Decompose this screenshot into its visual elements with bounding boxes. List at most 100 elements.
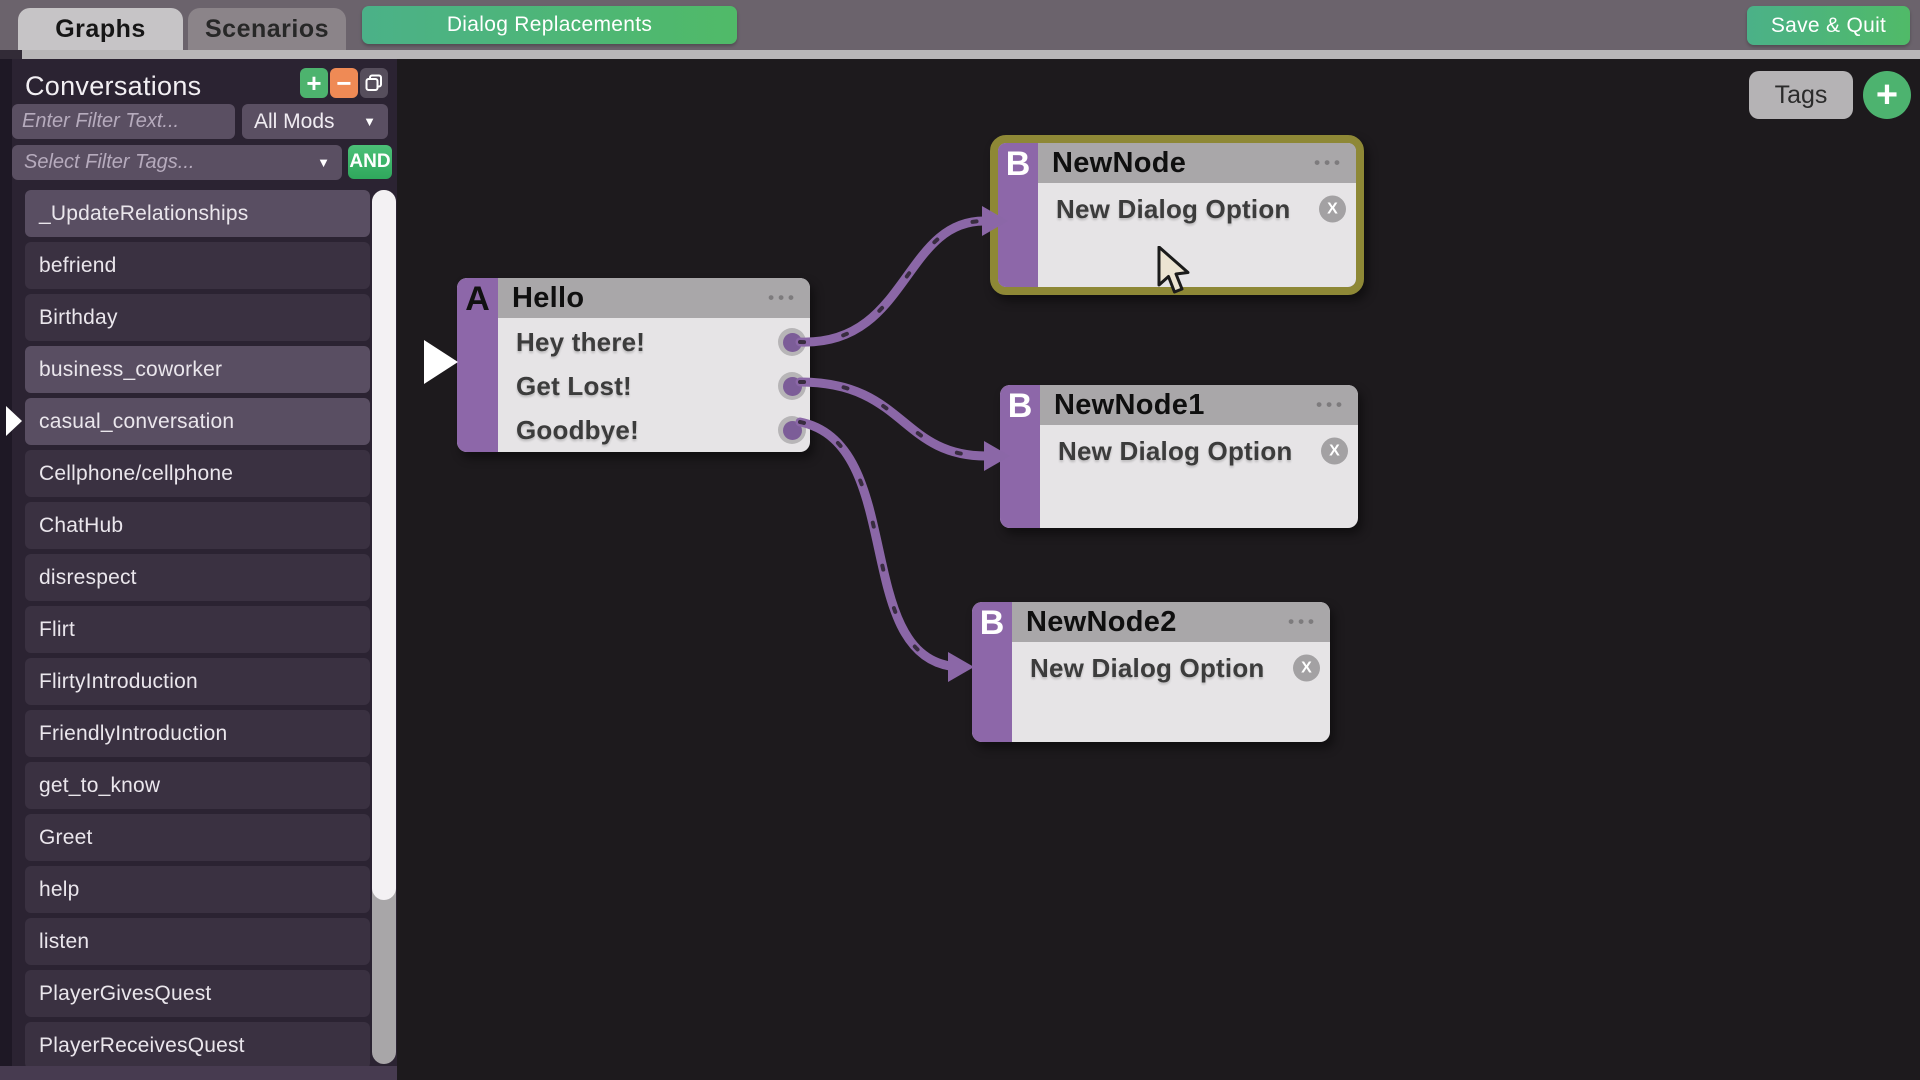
node-speaker-letter: B — [979, 604, 1005, 642]
output-port[interactable] — [778, 416, 806, 444]
node-newnode1[interactable]: B NewNode1 ••• New Dialog Option X — [1000, 385, 1358, 528]
entry-arrow-icon — [424, 340, 458, 384]
dialog-option-row[interactable]: Hey there! — [498, 320, 810, 364]
list-item-selected[interactable]: casual_conversation — [6, 398, 370, 445]
node-menu-icon[interactable]: ••• — [1316, 395, 1346, 414]
list-scrollbar-thumb[interactable] — [372, 190, 396, 900]
dialog-option-label: New Dialog Option — [1058, 435, 1293, 466]
node-menu-icon[interactable]: ••• — [768, 288, 798, 307]
mods-dropdown-value: All Mods — [254, 109, 335, 133]
remove-conversation-button[interactable]: − — [330, 68, 358, 98]
top-bar: Graphs Scenarios Dialog Replacements Sav… — [0, 0, 1920, 50]
dialog-option-row[interactable]: New Dialog Option X — [1012, 646, 1330, 690]
selected-item-arrow-icon — [6, 406, 22, 436]
output-port[interactable] — [778, 372, 806, 400]
connection-hello-newnode2 — [795, 417, 974, 682]
dialog-option-label: New Dialog Option — [1056, 193, 1291, 224]
node-speaker-letter: A — [465, 280, 490, 318]
node-newnode-speaker-stripe: B — [998, 143, 1038, 287]
panel-title: Conversations — [25, 71, 202, 101]
tags-button[interactable]: Tags — [1749, 71, 1853, 119]
connection-hello-newnode — [795, 206, 1008, 347]
dialog-option-label: Hey there! — [516, 326, 646, 357]
output-port-dot — [782, 332, 802, 352]
node-speaker-letter: B — [1007, 387, 1033, 425]
node-newnode2-speaker-stripe: B — [972, 602, 1012, 742]
node-newnode-body: New Dialog Option X — [1038, 187, 1356, 231]
node-hello-body: Hey there! Get Lost! Goodbye! — [498, 320, 810, 452]
output-port-dot — [782, 376, 802, 396]
node-newnode1-speaker-stripe: B — [1000, 385, 1040, 528]
node-newnode-header[interactable]: NewNode ••• — [1038, 143, 1356, 183]
list-scrollbar-track[interactable] — [372, 190, 396, 1064]
delete-option-button[interactable]: X — [1321, 437, 1348, 465]
node-title: NewNode1 — [1054, 388, 1205, 421]
node-newnode1-header[interactable]: NewNode1 ••• — [1040, 385, 1358, 425]
delete-option-button[interactable]: X — [1293, 654, 1320, 682]
node-newnode2[interactable]: B NewNode2 ••• New Dialog Option X — [972, 602, 1330, 742]
conversation-list: _UpdateRelationships befriend Birthday b… — [6, 190, 370, 1074]
node-newnode2-header[interactable]: NewNode2 ••• — [1012, 602, 1330, 642]
node-newnode2-body: New Dialog Option X — [1012, 646, 1330, 690]
tab-bar-divider — [0, 50, 1920, 59]
mouse-cursor — [1157, 246, 1190, 294]
list-item[interactable]: FriendlyIntroduction — [25, 710, 370, 757]
node-newnode1-body: New Dialog Option X — [1040, 429, 1358, 473]
chevron-down-icon: ▼ — [317, 155, 330, 170]
dialog-option-row[interactable]: Get Lost! — [498, 364, 810, 408]
add-conversation-button[interactable]: + — [300, 68, 328, 98]
and-filter-toggle[interactable]: AND — [348, 145, 392, 179]
tab-bar-divider-notch — [0, 50, 22, 59]
node-title: NewNode — [1052, 146, 1187, 179]
dialog-replacements-button[interactable]: Dialog Replacements — [362, 6, 737, 44]
list-item[interactable]: befriend — [25, 242, 370, 289]
list-item-label: casual_conversation — [39, 409, 235, 433]
conversations-panel: Conversations + − All Mods ▼ Select Filt… — [0, 59, 397, 1080]
list-item[interactable]: business_coworker — [25, 346, 370, 393]
node-menu-icon[interactable]: ••• — [1314, 153, 1344, 172]
add-node-button[interactable]: + — [1863, 71, 1911, 119]
output-port-dot — [782, 420, 802, 440]
dialog-option-label: Goodbye! — [516, 414, 639, 445]
filter-tags-placeholder: Select Filter Tags... — [24, 151, 195, 173]
delete-option-button[interactable]: X — [1319, 195, 1346, 223]
dialog-option-label: Get Lost! — [516, 370, 632, 401]
list-item[interactable]: PlayerReceivesQuest — [25, 1022, 370, 1069]
dialog-option-row[interactable]: Goodbye! — [498, 408, 810, 452]
list-item[interactable]: Cellphone/cellphone — [25, 450, 370, 497]
mods-dropdown[interactable]: All Mods ▼ — [242, 104, 388, 139]
list-item[interactable]: listen — [25, 918, 370, 965]
dialog-option-label: New Dialog Option — [1030, 652, 1265, 683]
save-quit-button[interactable]: Save & Quit — [1747, 6, 1910, 45]
list-item[interactable]: Flirt — [25, 606, 370, 653]
node-speaker-letter: B — [1005, 145, 1031, 183]
node-hello-header[interactable]: Hello ••• — [498, 278, 810, 318]
node-title: NewNode2 — [1026, 605, 1177, 638]
filter-tags-dropdown[interactable]: Select Filter Tags... ▼ — [12, 145, 342, 180]
list-item[interactable]: ChatHub — [25, 502, 370, 549]
list-item[interactable]: PlayerGivesQuest — [25, 970, 370, 1017]
node-menu-icon[interactable]: ••• — [1288, 612, 1318, 631]
list-item[interactable]: get_to_know — [25, 762, 370, 809]
list-item[interactable]: Birthday — [25, 294, 370, 341]
filter-text-input[interactable] — [12, 104, 235, 139]
dialog-option-row[interactable]: New Dialog Option X — [1040, 429, 1358, 473]
dialog-option-row[interactable]: New Dialog Option X — [1038, 187, 1356, 231]
chevron-down-icon: ▼ — [363, 114, 376, 129]
list-item[interactable]: Greet — [25, 814, 370, 861]
list-item[interactable]: help — [25, 866, 370, 913]
node-hello-speaker-stripe: A — [457, 278, 498, 452]
list-item[interactable]: _UpdateRelationships — [25, 190, 370, 237]
output-port[interactable] — [778, 328, 806, 356]
tab-graphs[interactable]: Graphs — [18, 8, 183, 50]
copy-icon — [365, 74, 382, 91]
duplicate-conversation-button[interactable] — [360, 68, 388, 98]
panel-bottom-strip — [0, 1066, 397, 1080]
node-title: Hello — [512, 281, 585, 314]
panel-left-edge — [0, 59, 12, 1080]
list-item[interactable]: disrespect — [25, 554, 370, 601]
tab-scenarios[interactable]: Scenarios — [188, 8, 346, 50]
node-hello[interactable]: A Hello ••• Hey there! Get Lost! Goodbye… — [457, 278, 810, 452]
list-item[interactable]: FlirtyIntroduction — [25, 658, 370, 705]
